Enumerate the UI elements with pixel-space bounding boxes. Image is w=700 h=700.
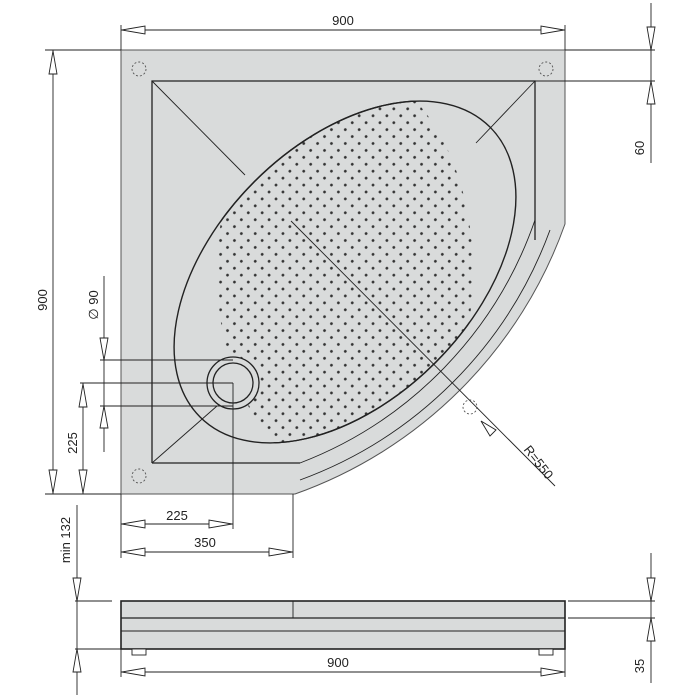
svg-text:900: 900 [332, 13, 354, 28]
svg-text:35: 35 [632, 659, 647, 673]
svg-text:350: 350 [194, 535, 216, 550]
foot-left [131, 648, 147, 656]
mount-hole-top-left [131, 61, 147, 77]
top-view [120, 49, 566, 495]
svg-text:∅ 90: ∅ 90 [86, 290, 101, 319]
svg-text:min 132: min 132 [58, 517, 73, 563]
diagonal-top-right [475, 80, 536, 144]
dimension-radius: R=550 [521, 442, 557, 482]
mount-hole-bottom-left [131, 468, 147, 484]
svg-text:225: 225 [65, 432, 80, 454]
ellipse-outline [173, 100, 517, 444]
radius-arrow [480, 420, 497, 437]
dimension-height-left: 900 [35, 49, 121, 495]
side-body [120, 600, 566, 650]
svg-text:R=550: R=550 [521, 442, 557, 482]
svg-text:900: 900 [35, 289, 50, 311]
side-view [120, 600, 566, 656]
dimension-width-top: 900 [120, 13, 566, 50]
dimension-drain-from-bottom: 225 [65, 382, 233, 494]
dimension-border-right: 60 [535, 3, 656, 163]
svg-text:60: 60 [632, 141, 647, 155]
dimension-width-bottom: 900 [120, 649, 566, 677]
mount-hole-top-right [538, 61, 554, 77]
dimension-drain-from-left: 225 [120, 383, 234, 558]
diagonal-top-left [151, 80, 246, 176]
diagonal-bottom-left [151, 405, 218, 464]
radius-line [290, 220, 556, 487]
svg-text:225: 225 [166, 508, 188, 523]
inner-arc-1 [299, 219, 536, 464]
foot-right [538, 648, 554, 656]
dimension-drain-extent: 350 [121, 494, 294, 558]
mount-hole-arc [462, 399, 478, 415]
dimension-clearance: min 132 [58, 505, 121, 695]
inner-rim [151, 80, 536, 463]
svg-text:900: 900 [327, 655, 349, 670]
dimension-drain-diameter: ∅ 90 [86, 276, 233, 452]
dimension-height-right: 35 [568, 553, 656, 683]
